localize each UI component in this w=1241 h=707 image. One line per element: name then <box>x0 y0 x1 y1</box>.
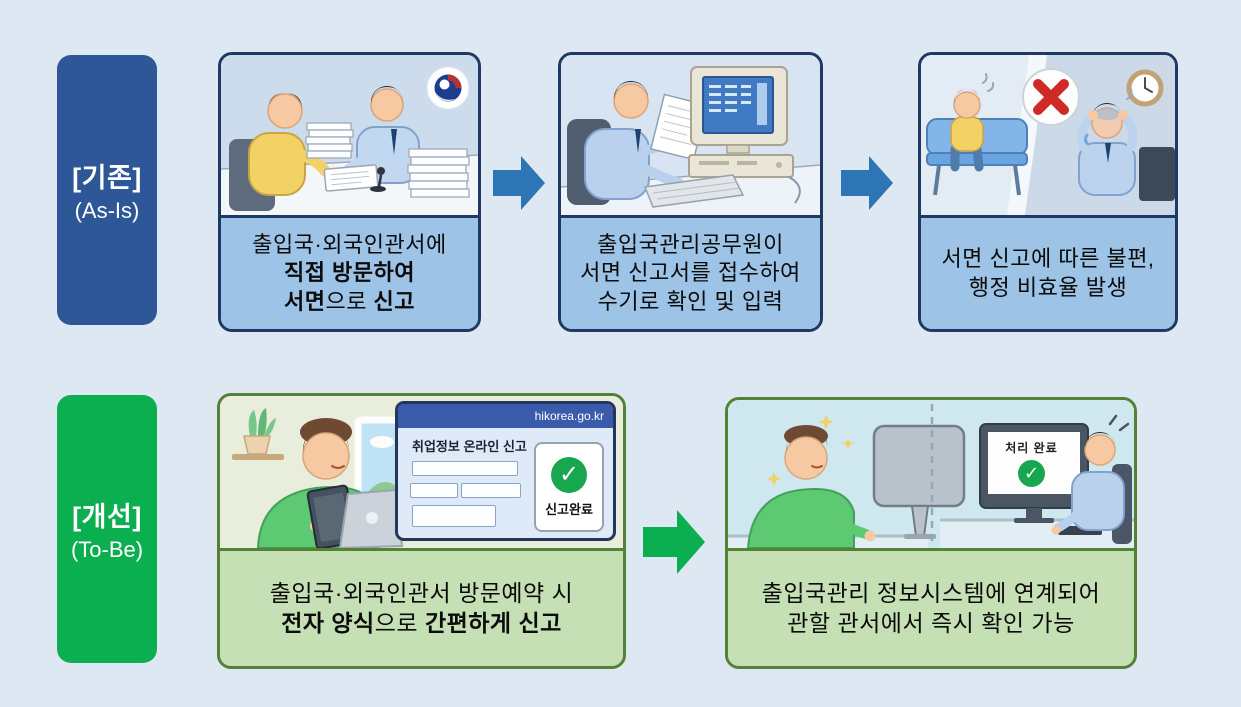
caption-line: 출입국관리공무원이 <box>597 232 784 258</box>
caption-line: 서면 신고에 따른 불편, <box>941 246 1155 272</box>
as-is-label: [기존] (As-Is) <box>57 55 157 325</box>
card-inefficiency: 서면 신고에 따른 불편, 행정 비효율 발생 <box>918 52 1178 332</box>
popup-header: hikorea.go.kr <box>398 404 613 428</box>
card-caption: 출입국관리 정보시스템에 연계되어 관할 관서에서 즉시 확인 가능 <box>728 548 1134 666</box>
manual-entry-illustration-area <box>561 55 820 215</box>
caption-line: 전자 양식으로 간편하게 신고 <box>281 609 562 636</box>
manual-entry-illustration <box>561 55 820 215</box>
caption-line: 출입국·외국인관서 방문예약 시 <box>269 579 574 606</box>
error-x-icon <box>1022 68 1080 126</box>
waiting-person-figure <box>950 73 995 172</box>
visit-office-illustration <box>221 55 478 215</box>
online-report-illustration-area: hikorea.go.kr 취업정보 온라인 신고 ✓ 신고완료 <box>220 396 623 548</box>
korea-gov-emblem-icon <box>426 66 470 110</box>
caption-line: 서면으로 신고 <box>283 288 416 314</box>
form-input <box>461 483 521 498</box>
paper-stack <box>305 122 354 159</box>
monitor-back <box>872 424 966 539</box>
inefficiency-illustration <box>921 55 1175 215</box>
caption-line: 출입국관리 정보시스템에 연계되어 <box>761 579 1101 606</box>
user-figure <box>746 425 876 548</box>
desk-microphone <box>370 167 386 192</box>
label-subtitle: (As-Is) <box>74 198 140 223</box>
caption-line: 행정 비효율 발생 <box>968 274 1128 300</box>
check-icon: ✓ <box>1018 460 1045 487</box>
arrow-right-icon <box>493 156 545 210</box>
popup-form-title: 취업정보 온라인 신고 <box>412 439 527 454</box>
caption-line: 직접 방문하여 <box>283 260 416 286</box>
processing-complete-label: 처리 완료 <box>1005 441 1058 455</box>
card-caption: 서면 신고에 따른 불편, 행정 비효율 발생 <box>921 215 1175 329</box>
card-instant-check: 처리 완료 ✓ 출입국관리 정보시스템에 연계되어 관할 관서에서 즉시 확인 … <box>725 397 1137 669</box>
report-complete-label: 신고완료 <box>545 501 593 517</box>
caption-line: 관할 관서에서 즉시 확인 가능 <box>787 609 1075 636</box>
instant-check-illustration <box>728 400 1134 548</box>
card-caption: 출입국·외국인관서에 직접 방문하여 서면으로 신고 <box>221 215 478 329</box>
check-icon: ✓ <box>551 456 587 493</box>
popup-site-url: hikorea.go.kr <box>534 409 604 423</box>
label-subtitle: (To-Be) <box>70 537 144 562</box>
laptop <box>338 488 404 548</box>
card-caption: 출입국관리공무원이 서면 신고서를 접수하여 수기로 확인 및 입력 <box>561 215 820 329</box>
arrow-right-icon <box>841 156 893 210</box>
caption-line: 수기로 확인 및 입력 <box>597 288 784 314</box>
card-visit-office: 출입국·외국인관서에 직접 방문하여 서면으로 신고 <box>218 52 481 332</box>
label-title: [개선] <box>72 502 142 532</box>
report-complete-badge: ✓ 신고완료 <box>534 442 604 532</box>
form-input <box>412 461 518 476</box>
stressed-officer-figure <box>1077 88 1175 201</box>
card-caption: 출입국·외국인관서 방문예약 시 전자 양식으로 간편하게 신고 <box>220 548 623 666</box>
card-manual-entry: 출입국관리공무원이 서면 신고서를 접수하여 수기로 확인 및 입력 <box>558 52 823 332</box>
plant <box>232 408 284 460</box>
form-input <box>410 483 458 498</box>
form-input <box>412 505 496 527</box>
paper-stack <box>407 148 470 198</box>
card-online-report: hikorea.go.kr 취업정보 온라인 신고 ✓ 신고완료 출입국·외국인… <box>217 393 626 669</box>
caption-line: 서면 신고서를 접수하여 <box>580 260 801 286</box>
instant-check-illustration-area: 처리 완료 ✓ <box>728 400 1134 548</box>
paper-document <box>323 164 379 192</box>
label-title: [기존] <box>72 163 142 193</box>
clock-icon <box>1126 69 1164 107</box>
arrow-right-icon <box>643 510 705 574</box>
visit-office-illustration-area <box>221 55 478 215</box>
monitor-screen: 처리 완료 ✓ <box>986 436 1077 496</box>
caption-line: 출입국·외국인관서에 <box>252 232 447 258</box>
to-be-label: [개선] (To-Be) <box>57 395 157 663</box>
officer-figure <box>1051 414 1132 544</box>
crt-computer <box>643 66 801 208</box>
inefficiency-illustration-area <box>921 55 1175 215</box>
hikorea-popup: hikorea.go.kr 취업정보 온라인 신고 ✓ 신고완료 <box>395 401 616 541</box>
sparkle-icon <box>767 414 854 486</box>
